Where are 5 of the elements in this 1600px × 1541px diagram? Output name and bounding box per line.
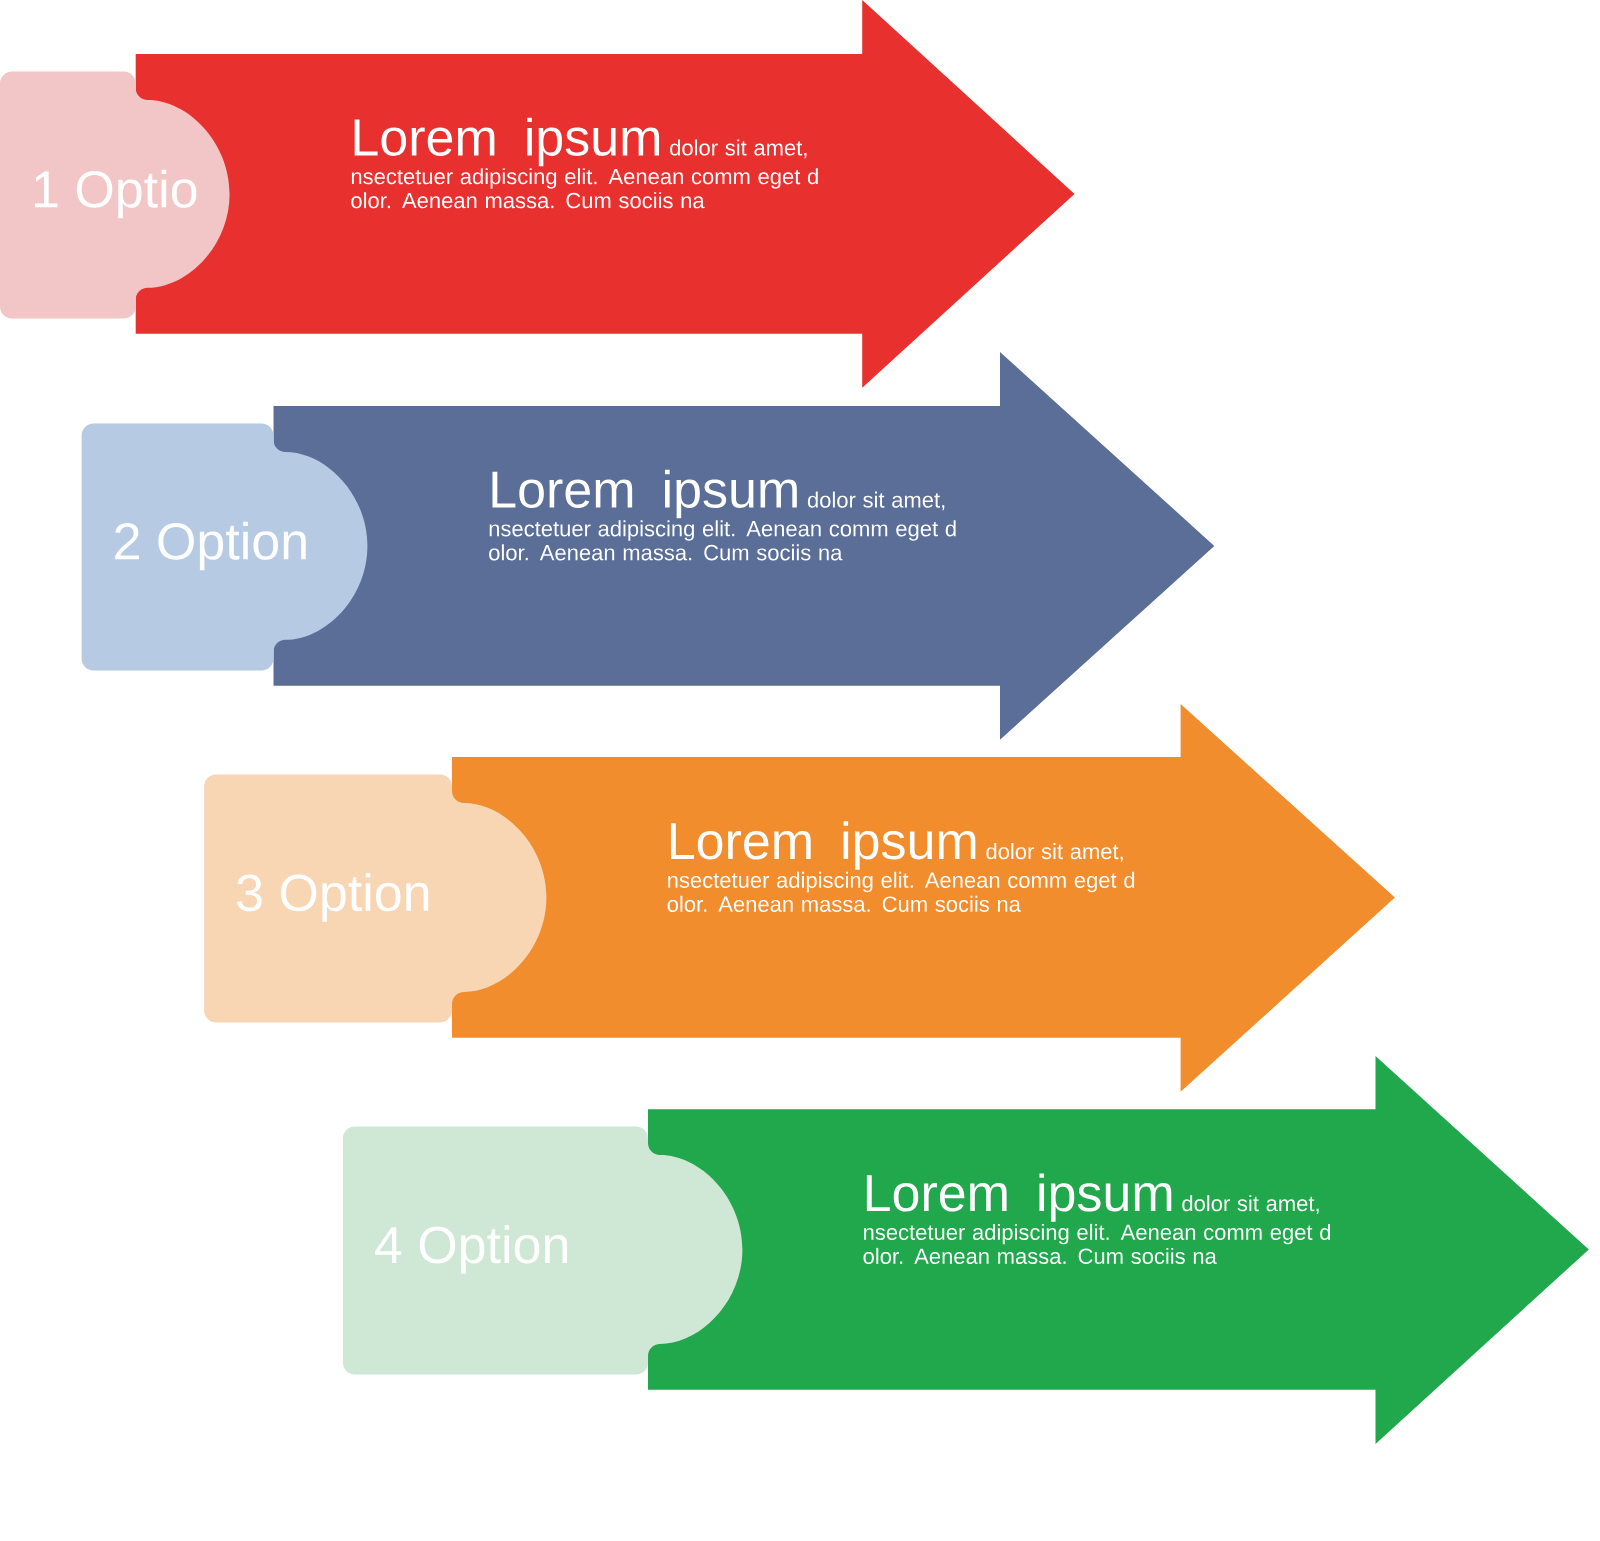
option-tab: 2 Option — [81, 423, 368, 671]
option-tab: 1 Optio — [0, 71, 230, 319]
arrow-banner: Lorem ipsum dolor sit amet, nsectetuer adipiscing elit. Aenean comm eget d olor. Aenean massa. Cum sociis na — [452, 704, 1395, 1092]
option-tab: 3 Option — [204, 774, 547, 1023]
arrow-banner: Lorem ipsum dolor sit amet, nsectetuer adipiscing elit. Aenean comm eget d olor. Aenean massa. Cum sociis na — [648, 1056, 1589, 1444]
